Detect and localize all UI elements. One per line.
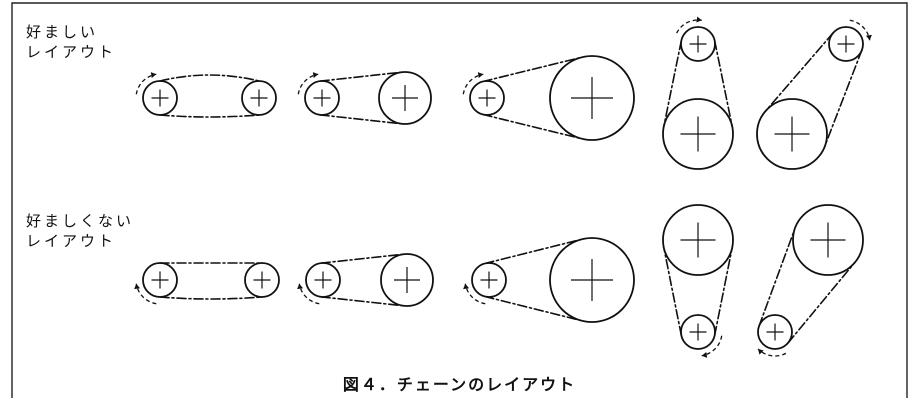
rotation-arrowhead: [463, 283, 470, 290]
frame-border: [11, 2, 908, 398]
non-preferred-layout-2: [297, 253, 434, 307]
rotation-direction-arrow: [701, 335, 723, 357]
chain-span-upper: [787, 261, 856, 344]
chain-span-upper: [159, 296, 263, 300]
preferred-label-line-2: レイアウト: [26, 43, 117, 61]
chain-span-upper: [159, 114, 260, 118]
preferred-layout-1: [135, 72, 277, 118]
preferred-layout-2: [297, 71, 432, 125]
chain-span-lower: [713, 39, 734, 128]
rotation-arrowhead: [297, 283, 304, 290]
rotation-direction-arrow: [676, 19, 702, 34]
rotation-direction-arrow: [462, 73, 484, 95]
rotation-direction-arrow: [757, 348, 787, 357]
chain-span-upper: [662, 39, 683, 128]
chain-span-lower: [484, 238, 583, 265]
rotation-arrowhead: [477, 72, 484, 79]
chain-span-upper: [482, 113, 583, 140]
rotation-arrowhead: [758, 348, 764, 355]
rotation-direction-arrow: [298, 283, 320, 305]
rotation-direction-arrow: [849, 19, 871, 41]
rotation-direction-arrow: [135, 73, 157, 95]
chain-span-lower: [823, 49, 863, 148]
non-preferred-layout-3: [463, 237, 635, 323]
rotation-arrowhead: [696, 16, 702, 23]
rotation-direction-arrow: [297, 73, 319, 95]
chain-span-lower: [319, 71, 403, 82]
chain-span-lower: [320, 253, 406, 264]
non-preferred-layout-1: [134, 262, 280, 305]
non-preferred-layout-5: [757, 204, 864, 357]
non-preferred-label-line-1: 好ましくない: [26, 212, 135, 230]
chain-span-upper: [320, 296, 406, 307]
preferred-label-line-1: 好ましい: [26, 23, 99, 41]
non-preferred-layout-4: [662, 204, 734, 358]
preferred-layout-4: [662, 16, 734, 170]
rotation-arrowhead: [865, 34, 872, 41]
chain-span-upper: [764, 32, 834, 112]
non-preferred-layout-label: 好ましくない レイアウト: [26, 211, 134, 251]
preferred-layout-3: [462, 55, 635, 141]
chain-span-lower: [758, 227, 796, 327]
rotation-direction-arrow: [135, 283, 157, 305]
sprocket-layouts: [134, 16, 872, 358]
preferred-layout-5: [756, 19, 872, 170]
rotation-arrowhead: [701, 351, 708, 358]
chain-span-upper: [713, 246, 734, 337]
chain-span-upper: [484, 295, 583, 322]
preferred-layout-label: 好ましい レイアウト: [26, 22, 116, 62]
rotation-arrowhead: [312, 72, 319, 79]
chain-span-lower: [482, 56, 583, 83]
chain-span-lower: [159, 74, 260, 82]
rotation-arrowhead: [134, 283, 141, 290]
chain-span-lower: [662, 246, 683, 337]
chain-span-upper: [319, 114, 403, 125]
non-preferred-label-line-2: レイアウト: [26, 232, 117, 250]
figure-caption: 図４．チェーンのレイアウト: [342, 375, 577, 394]
rotation-arrowhead: [150, 72, 157, 79]
rotation-direction-arrow: [464, 283, 486, 305]
